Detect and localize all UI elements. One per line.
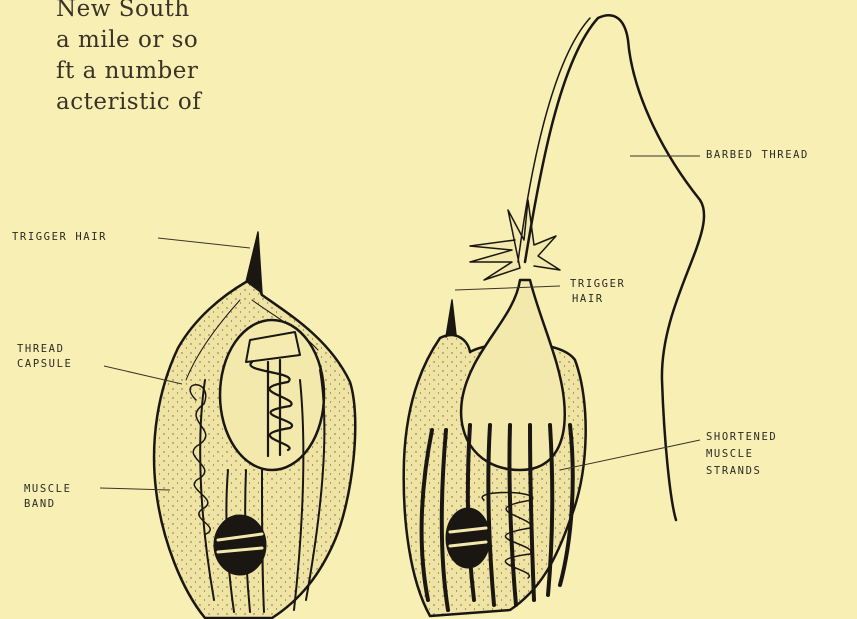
- label-shortened-2: MUSCLE: [706, 447, 754, 462]
- label-shortened-1: SHORTENED: [706, 430, 777, 445]
- label-barbed-thread: BARBED THREAD: [706, 148, 809, 163]
- label-muscle-band-2: BAND: [24, 497, 56, 512]
- label-thread-capsule-2: CAPSULE: [17, 357, 72, 372]
- label-muscle-band-1: MUSCLE: [24, 482, 72, 497]
- label-trigger-hair-left: TRIGGER HAIR: [12, 230, 107, 245]
- label-thread-capsule-1: THREAD: [17, 342, 65, 357]
- label-trigger-hair-right-1: TRIGGER: [570, 277, 625, 292]
- right-nucleus: [446, 508, 490, 568]
- label-trigger-hair-right-2: HAIR: [572, 292, 604, 307]
- thread-barbs: [470, 200, 560, 280]
- label-shortened-3: STRANDS: [706, 464, 761, 479]
- left-nucleus: [214, 515, 266, 575]
- undischarged-cnidocyte: [154, 232, 355, 618]
- right-trigger-hair: [446, 300, 456, 337]
- discharged-cnidocyte: [404, 15, 704, 616]
